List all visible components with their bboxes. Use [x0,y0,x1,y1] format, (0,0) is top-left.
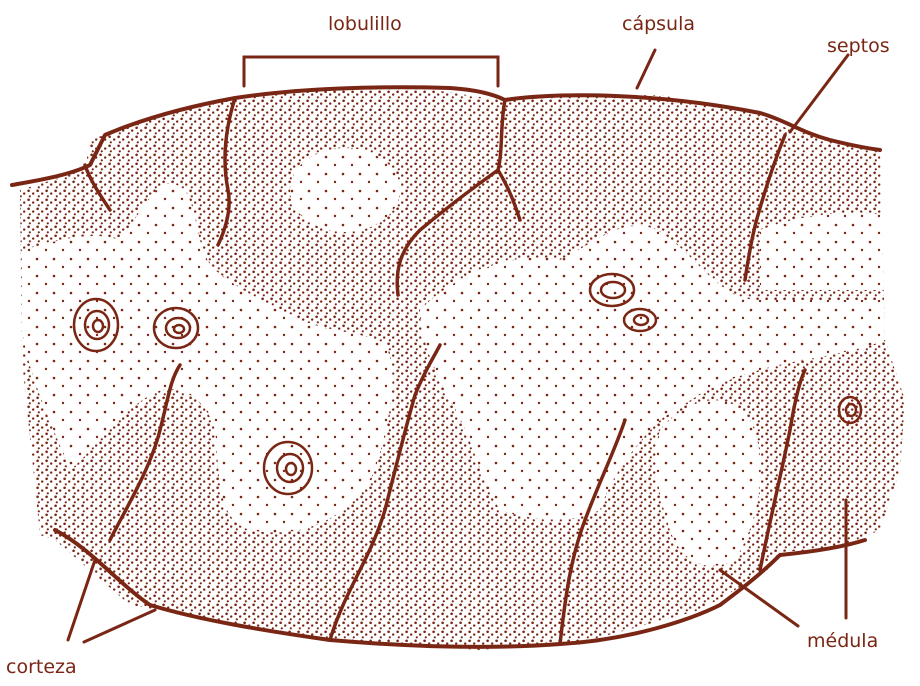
capsula-pointer [637,50,655,88]
label-medula: médula [807,630,878,652]
label-septos: septos [827,35,890,57]
septos-pointer [790,55,848,132]
corteza-pointer [84,610,155,642]
label-corteza: corteza [6,656,77,678]
corteza-pointer [68,560,95,640]
label-lobulillo: lobulillo [328,13,402,35]
lobulillo-bracket [244,57,498,86]
label-capsula: cápsula [622,13,695,35]
